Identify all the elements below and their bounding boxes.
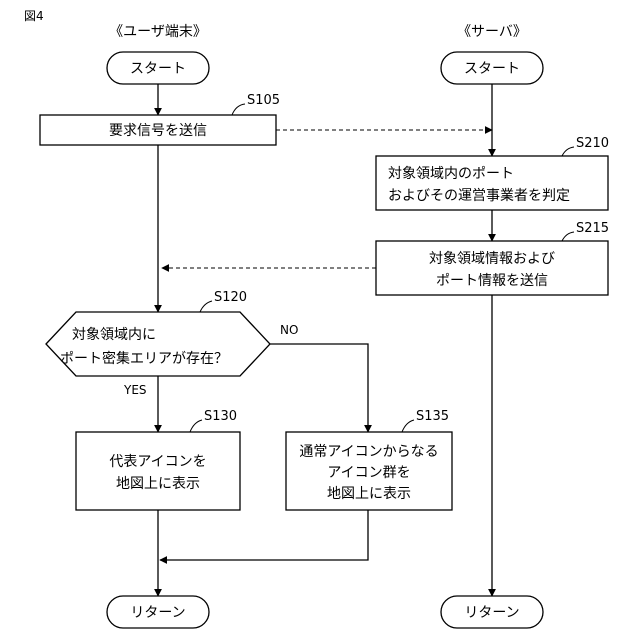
s135-text-3: 地図上に表示 [327,486,411,502]
s215-leader [562,232,574,241]
s135-text-1: 通常アイコンからなる [299,444,438,460]
s130-text-1: 代表アイコンを [109,454,206,470]
terminal-return-node: リターン [107,596,209,628]
server-start-label: スタート [464,61,520,77]
s130-text-2: 地図上に表示 [116,476,200,492]
arrow-s120-no-to-s135 [270,344,368,432]
s120-text-1: 対象領域内に [72,326,156,343]
s130-leader [190,420,202,432]
s105-step-label: S105 [247,93,280,108]
s105-text-1: 要求信号を送信 [109,123,207,139]
server-start-node: スタート [441,52,543,84]
arrow-s135-merge [160,510,368,560]
s120-leader [200,301,212,312]
s135-step-label: S135 [416,409,449,424]
s215-text-1: 対象領域情報および [429,250,555,267]
s215-text-2: ポート情報を送信 [436,273,548,289]
s120-step-label: S120 [214,290,247,305]
column-header-server: 《サーバ》 [457,24,527,40]
s210-text-2: およびその運営事業者を判定 [388,188,570,204]
s135-text-2: アイコン群を [327,465,410,481]
s105-leader [232,104,245,115]
server-return-node: リターン [441,596,543,628]
s210-step-label: S210 [576,136,609,151]
step-s135: 通常アイコンからなる アイコン群を 地図上に表示 S135 [286,409,452,510]
s135-leader [402,420,414,432]
terminal-start-label: スタート [130,61,186,77]
s215-step-label: S215 [576,221,609,236]
server-return-label: リターン [464,605,519,621]
s210-leader [562,147,574,156]
decision-s120: 対象領域内に ポート密集エリアが存在？ S120 NO YES [46,290,298,397]
terminal-return-label: リターン [130,605,185,621]
column-header-terminal: 《ユーザ端末》 [109,24,207,40]
branch-no-label: NO [280,323,298,337]
branch-yes-label: YES [123,383,147,397]
terminal-start-node: スタート [107,52,209,84]
s120-text-2: ポート密集エリアが存在？ [60,350,228,367]
step-s105: 要求信号を送信 S105 [40,93,280,145]
s130-step-label: S130 [204,409,237,424]
figure-label: 図4 [24,9,44,23]
s210-text-1: 対象領域内のポート [388,165,514,182]
